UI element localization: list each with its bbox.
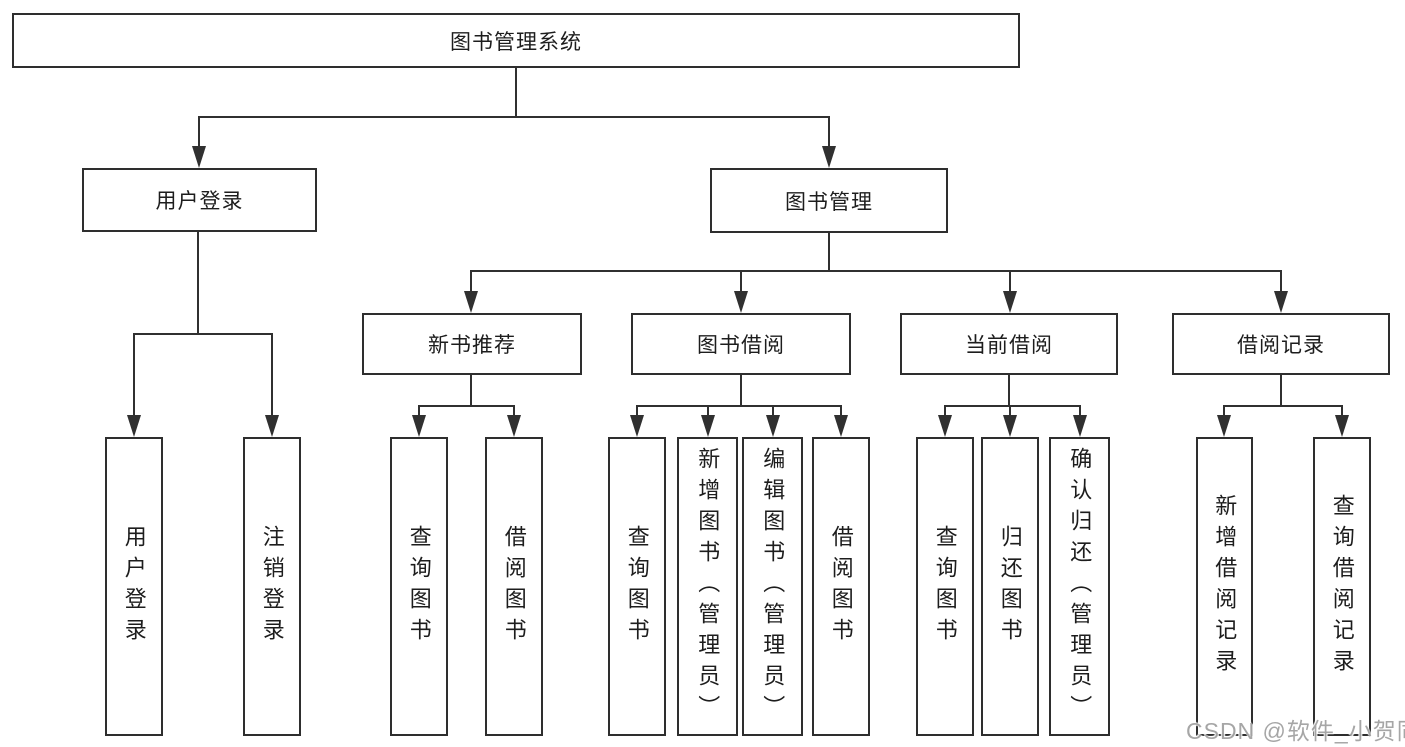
arrowhead-down-icon [464,291,478,313]
node-book-management-label: 图书管理 [785,190,873,214]
leaf-edit-book-admin: 编辑图书（管理员） [742,437,803,736]
connector-line [944,405,1081,407]
leaf-borrowing-query-books: 查询图书 [608,437,666,736]
connector-line [418,405,515,407]
connector-line [840,405,842,416]
leaf-user-login-label: 用户登录 [121,524,147,649]
node-user-login-label: 用户登录 [155,190,244,213]
connector-line [1223,405,1225,416]
arrowhead-down-icon [1003,291,1017,313]
node-current-borrowing-label: 当前借阅 [965,334,1053,357]
leaf-confirm-return-admin: 确认归还（管理员） [1049,437,1110,736]
arrowhead-down-icon [630,415,644,437]
connector-line [470,375,472,405]
leaf-recommend-borrow-books-label: 借阅图书 [501,524,527,649]
leaf-query-borrow-record: 查询借阅记录 [1313,437,1371,736]
arrowhead-down-icon [734,291,748,313]
leaf-recommend-query-books-label: 查询图书 [406,524,432,649]
arrowhead-down-icon [1335,415,1349,437]
connector-line [418,405,420,416]
connector-line [198,116,830,118]
node-book-borrowing: 图书借阅 [631,313,851,375]
arrowhead-down-icon [192,146,206,168]
leaf-add-book-admin: 新增图书（管理员） [677,437,738,736]
leaf-current-query-books: 查询图书 [916,437,974,736]
arrowhead-down-icon [938,415,952,437]
node-library-system-label: 图书管理系统 [450,30,582,54]
connector-line [707,405,709,416]
leaf-current-query-books-label: 查询图书 [932,524,958,649]
node-book-management: 图书管理 [710,168,948,233]
node-borrowing-records: 借阅记录 [1172,313,1390,375]
leaf-borrowing-borrow-books: 借阅图书 [812,437,870,736]
connector-line [1079,405,1081,416]
connector-line [740,375,742,405]
arrowhead-down-icon [1073,415,1087,437]
connector-line [1009,270,1011,292]
leaf-return-books: 归还图书 [981,437,1039,736]
connector-line [636,405,638,416]
csdn-watermark: CSDN @软件_小贺同学 [1186,718,1405,744]
leaf-borrowing-borrow-books-label: 借阅图书 [828,524,854,649]
arrowhead-down-icon [834,415,848,437]
node-user-login: 用户登录 [82,168,317,232]
leaf-recommend-borrow-books: 借阅图书 [485,437,543,736]
connector-line [513,405,515,416]
node-book-borrowing-label: 图书借阅 [697,334,785,357]
arrowhead-down-icon [1003,415,1017,437]
connector-line [828,233,830,270]
arrowhead-down-icon [127,415,141,437]
leaf-confirm-return-admin-label: 确认归还（管理员） [1067,447,1093,726]
connector-line [828,116,830,147]
leaf-logout: 注销登录 [243,437,301,736]
arrowhead-down-icon [1274,291,1288,313]
leaf-add-borrow-record: 新增借阅记录 [1196,437,1253,736]
leaf-query-borrow-record-label: 查询借阅记录 [1329,493,1355,680]
arrowhead-down-icon [507,415,521,437]
connector-line [1223,405,1343,407]
connector-line [197,232,199,333]
leaf-user-login: 用户登录 [105,437,163,736]
connector-line [1280,270,1282,292]
arrowhead-down-icon [1217,415,1231,437]
connector-line [1341,405,1343,416]
connector-line [772,405,774,416]
connector-line [944,405,946,416]
arrowhead-down-icon [265,415,279,437]
node-borrowing-records-label: 借阅记录 [1237,334,1325,357]
connector-line [271,333,273,416]
node-current-borrowing: 当前借阅 [900,313,1118,375]
connector-line [470,270,1282,272]
leaf-logout-label: 注销登录 [259,524,285,649]
leaf-edit-book-admin-label: 编辑图书（管理员） [760,447,786,726]
connector-line [1008,375,1010,405]
arrowhead-down-icon [822,146,836,168]
connector-line [198,116,200,147]
node-new-book-recommend-label: 新书推荐 [428,334,516,357]
connector-line [515,68,517,116]
node-new-book-recommend: 新书推荐 [362,313,582,375]
connector-line [470,270,472,292]
leaf-add-borrow-record-label: 新增借阅记录 [1212,493,1238,680]
leaf-return-books-label: 归还图书 [997,524,1023,649]
arrowhead-down-icon [412,415,426,437]
leaf-borrowing-query-books-label: 查询图书 [624,524,650,649]
connector-line [133,333,273,335]
node-library-system: 图书管理系统 [12,13,1020,68]
arrowhead-down-icon [701,415,715,437]
arrowhead-down-icon [766,415,780,437]
connector-line [133,333,135,416]
connector-line [636,405,842,407]
connector-line [1280,375,1282,405]
connector-line [740,270,742,292]
leaf-add-book-admin-label: 新增图书（管理员） [695,447,721,726]
leaf-recommend-query-books: 查询图书 [390,437,448,736]
connector-line [1009,405,1011,416]
